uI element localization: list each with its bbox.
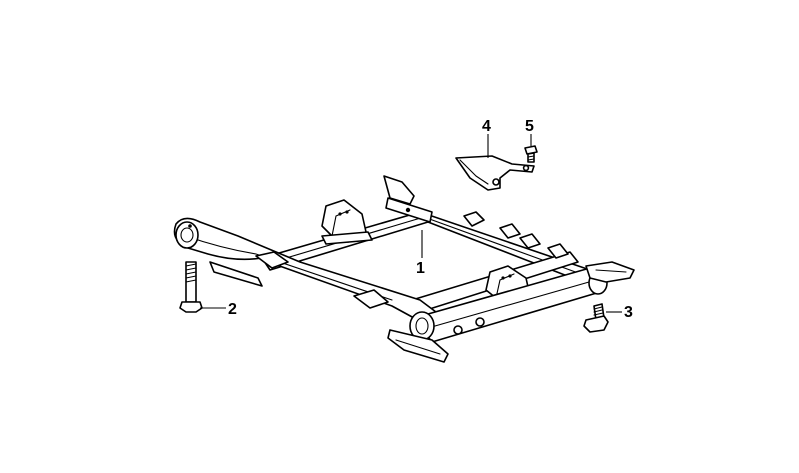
right-side-bolt-pads [463,211,569,259]
callout-2: 2 [228,301,237,318]
bolt-part-3 [583,303,609,333]
bolt-part-2 [179,261,203,313]
callout-5: 5 [525,118,534,135]
callouts: 1 2 3 4 5 [228,118,633,321]
right-end-bracket [585,261,635,283]
front-corner-bracket [387,311,485,363]
callout-3: 3 [624,304,633,321]
screw-part-5 [524,145,538,163]
leader-lines [200,134,622,313]
rear-mount-flange [383,175,433,223]
callout-4: 4 [482,118,491,135]
left-mid-flange [209,251,389,309]
callout-1: 1 [416,260,425,277]
subframe [173,175,635,363]
left-mount-tower [321,199,373,245]
bracket-part-4 [455,155,535,191]
